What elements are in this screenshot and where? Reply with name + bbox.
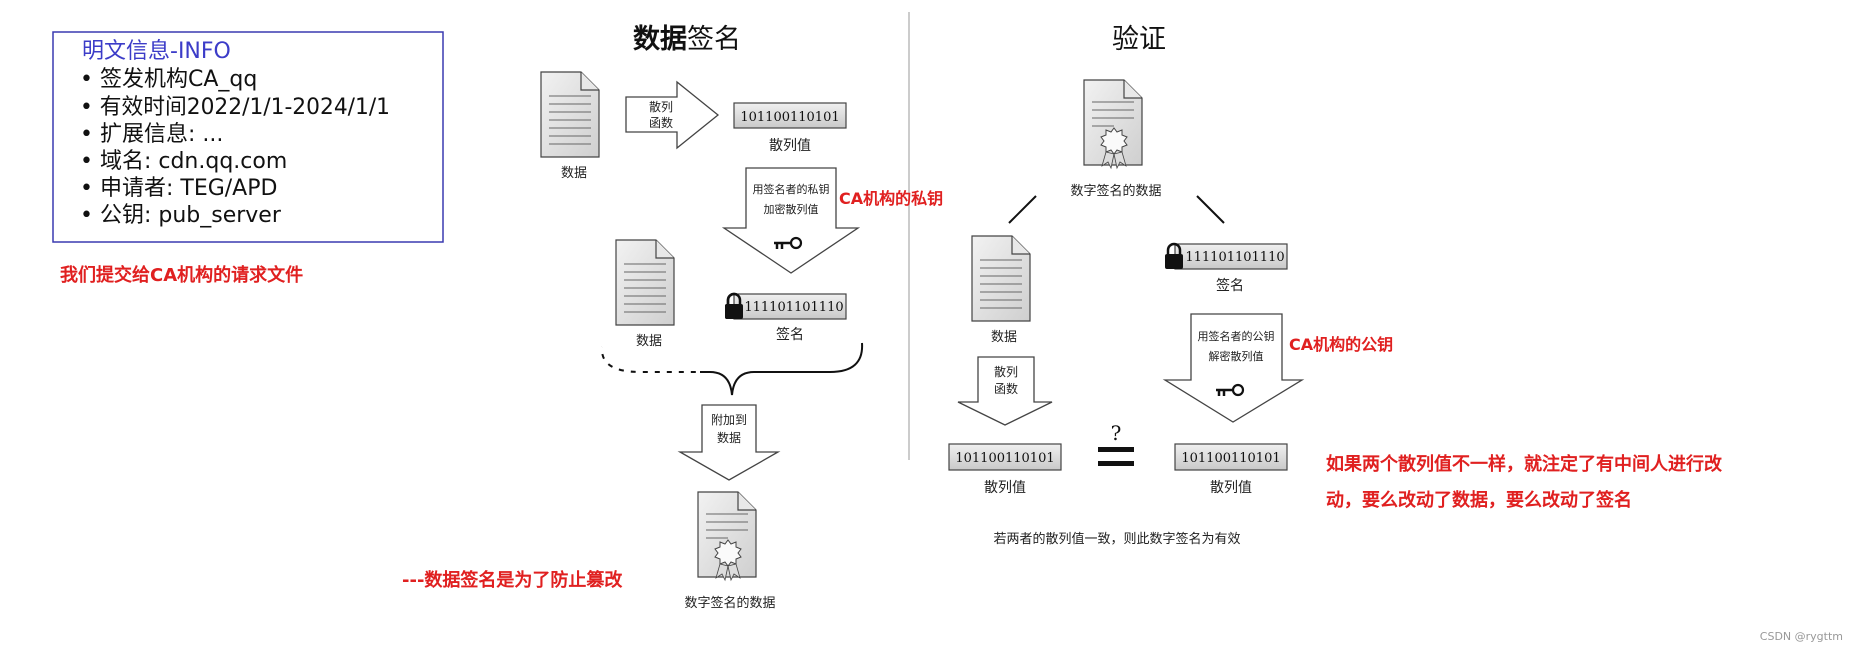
signing-doc2-label: 数据 [636, 334, 662, 349]
lock-icon [1163, 242, 1185, 271]
verify-hash-line1: 散列 [994, 364, 1018, 379]
info-item-applicant: • 申请者: TEG/APD [80, 176, 277, 201]
info-item-issuer: • 签发机构CA_qq [80, 67, 257, 92]
verify-diagram: 验证 数字签名的数据 数据 111101101110 签名 散列 函数 用签名者… [948, 24, 1393, 547]
equals-bottom [1098, 461, 1134, 466]
signing-doc-label: 数据 [561, 166, 587, 181]
signing-title: 数据签名 [633, 24, 741, 55]
hash-left-label: 散列值 [984, 480, 1026, 496]
hash-right-value: 101100110101 [1181, 451, 1280, 466]
equals-top [1098, 447, 1134, 452]
verify-doc-label: 数据 [991, 330, 1017, 345]
attach-line2: 数据 [717, 430, 741, 445]
note-request-file: 我们提交给CA机构的请求文件 [60, 264, 303, 286]
watermark: CSDN @rygttm [1760, 630, 1843, 643]
verify-signature-value: 111101101110 [1185, 250, 1284, 265]
hash-arrow-line1: 散列 [649, 99, 673, 114]
signed-doc-label: 数字签名的数据 [684, 595, 775, 611]
attach-arrow [677, 404, 781, 481]
verify-signature-label: 签名 [1216, 277, 1244, 294]
hash-value: 101100110101 [740, 110, 839, 125]
info-item-extension: • 扩展信息: ... [80, 122, 223, 147]
signature-value: 111101101110 [744, 300, 843, 315]
verify-signed-doc-label: 数字签名的数据 [1070, 183, 1161, 199]
decrypt-line2: 解密散列值 [1209, 349, 1264, 363]
hash-value-box [733, 102, 847, 129]
info-box-title: 明文信息-INFO [82, 39, 231, 64]
signed-document-icon [697, 491, 757, 581]
hash-right-label: 散列值 [1210, 480, 1252, 496]
info-item-domain: • 域名: cdn.qq.com [80, 149, 287, 174]
document-icon [971, 235, 1031, 322]
split-line-left [1008, 195, 1037, 224]
signed-document-icon [1083, 79, 1143, 169]
verify-hash-line2: 函数 [994, 381, 1018, 396]
encrypt-line1: 用签名者的私钥 [753, 182, 830, 196]
note-mismatch-line2: 动，要么改动了数据，要么改动了签名 [1326, 489, 1632, 511]
attach-line1: 附加到 [711, 413, 747, 427]
signature-label: 签名 [776, 326, 804, 343]
info-item-validity: • 有效时间2022/1/1-2024/1/1 [80, 95, 390, 120]
note-mismatch-line1: 如果两个散列值不一样，就注定了有中间人进行改 [1326, 453, 1723, 475]
verify-conclusion: 若两者的散列值一致，则此数字签名为有效 [993, 531, 1240, 547]
verify-hash-arrow [957, 356, 1053, 426]
verify-title: 验证 [1112, 24, 1166, 55]
info-box-frame [52, 31, 444, 243]
hash-right-box [1174, 443, 1288, 471]
note-ca-public-key: CA机构的公钥 [1289, 335, 1393, 354]
hash-left-value: 101100110101 [955, 451, 1054, 466]
encrypt-line2: 加密散列值 [764, 202, 819, 216]
hash-function-arrow [625, 80, 720, 150]
note-purpose: ---数据签名是为了防止篡改 [402, 569, 623, 591]
decrypt-arrow [1162, 313, 1305, 423]
info-box: 明文信息-INFO • 签发机构CA_qq • 有效时间2022/1/1-202… [52, 31, 444, 243]
hash-arrow-line2: 函数 [649, 115, 673, 130]
decrypt-line1: 用签名者的公钥 [1198, 329, 1275, 343]
signing-diagram: 数据签名 数据 散列 函数 101100110101 散列值 用签名者的私钥 加… [540, 24, 943, 611]
encrypt-arrow [721, 167, 861, 274]
signature-box [733, 293, 847, 320]
info-item-public-key: • 公钥: pub_server [80, 203, 282, 228]
split-line-right [1196, 195, 1225, 224]
question-mark: ? [1111, 421, 1122, 445]
verify-signature-box [1174, 243, 1288, 270]
document-icon [540, 71, 600, 158]
document-icon [615, 239, 675, 326]
merge-brace [600, 342, 864, 396]
note-ca-private-key: CA机构的私钥 [839, 189, 943, 208]
hash-value-label: 散列值 [769, 138, 811, 154]
hash-left-box [948, 443, 1062, 471]
